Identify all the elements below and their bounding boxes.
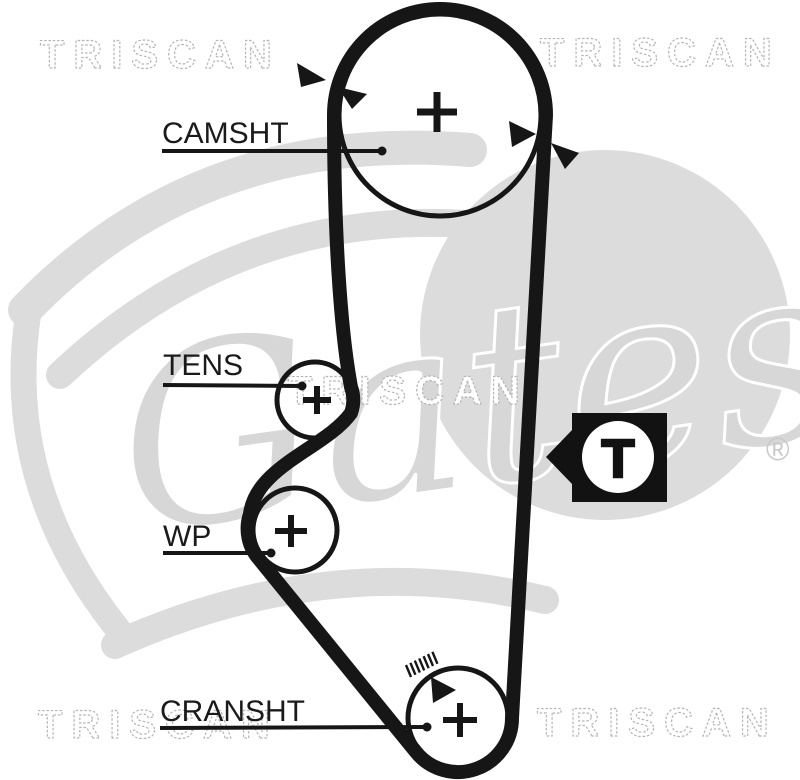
tensioner-leader-line bbox=[162, 383, 303, 388]
tensioner-center-cross bbox=[303, 386, 331, 414]
crankshaft-arrow-icon bbox=[431, 677, 456, 703]
registered-trademark-symbol: ® bbox=[766, 431, 790, 467]
t-marker-left-arrow-icon bbox=[546, 429, 573, 485]
t-marker-badge: T bbox=[546, 413, 667, 502]
crankshaft-hatch-mark bbox=[404, 651, 439, 678]
triscan-watermarks: TRISCAN TRISCAN TRISCAN TRISCAN TRISCAN bbox=[37, 30, 781, 747]
cam-right-outer-arrow-icon bbox=[551, 143, 579, 169]
crankshaft-center-cross bbox=[443, 703, 477, 737]
triscan-watermark-top-left: TRISCAN bbox=[40, 33, 281, 77]
camshaft-pulley-circle bbox=[336, 11, 544, 219]
water-pump-center-cross bbox=[275, 515, 307, 547]
tensioner-pulley-circle bbox=[274, 359, 356, 441]
cam-left-inner-arrow-icon bbox=[338, 87, 367, 109]
crankshaft-pulley-circle bbox=[405, 665, 511, 771]
gates-logo-swash-arc-outer bbox=[8, 130, 487, 327]
pulleys bbox=[250, 11, 544, 771]
gates-logo-watermark: Gates ® bbox=[8, 130, 800, 659]
triscan-watermark-middle: TRISCAN bbox=[288, 369, 529, 413]
crankshaft-leader-line bbox=[159, 725, 428, 730]
gates-logo-swash-blob bbox=[420, 150, 790, 520]
camshaft-leader-dot bbox=[377, 146, 387, 156]
pulley-center-marks bbox=[275, 92, 477, 737]
water-pump-label: WP bbox=[163, 520, 211, 553]
water-pump-leader-dot bbox=[266, 548, 276, 558]
crankshaft-label: CRANSHT bbox=[160, 695, 305, 728]
gates-logo-g-left-stroke bbox=[10, 302, 138, 651]
gates-logo-swash-arc-inner bbox=[46, 208, 494, 389]
tensioner-label: TENS bbox=[163, 349, 243, 382]
labels: CAMSHT TENS WP CRANSHT bbox=[159, 117, 432, 732]
triscan-watermark-bottom-left: TRISCAN bbox=[38, 703, 279, 747]
t-marker-circle bbox=[582, 421, 654, 493]
tensioner-leader-dot bbox=[297, 381, 307, 391]
cam-right-inner-arrow-icon bbox=[509, 121, 536, 147]
gates-logo-bottom-stroke bbox=[101, 567, 559, 659]
camshaft-label: CAMSHT bbox=[162, 117, 289, 150]
crankshaft-leader-dot bbox=[422, 722, 432, 732]
crankshaft-timing-mark bbox=[404, 651, 456, 703]
camshaft-center-cross bbox=[417, 92, 457, 132]
triscan-watermark-top-right: TRISCAN bbox=[540, 31, 781, 75]
camshaft-timing-arrows bbox=[297, 63, 579, 169]
triscan-watermark-bottom-right: TRISCAN bbox=[537, 701, 778, 745]
t-marker-letter: T bbox=[602, 429, 635, 489]
cam-left-outer-arrow-icon bbox=[297, 63, 326, 87]
water-pump-pulley-circle bbox=[250, 485, 340, 575]
